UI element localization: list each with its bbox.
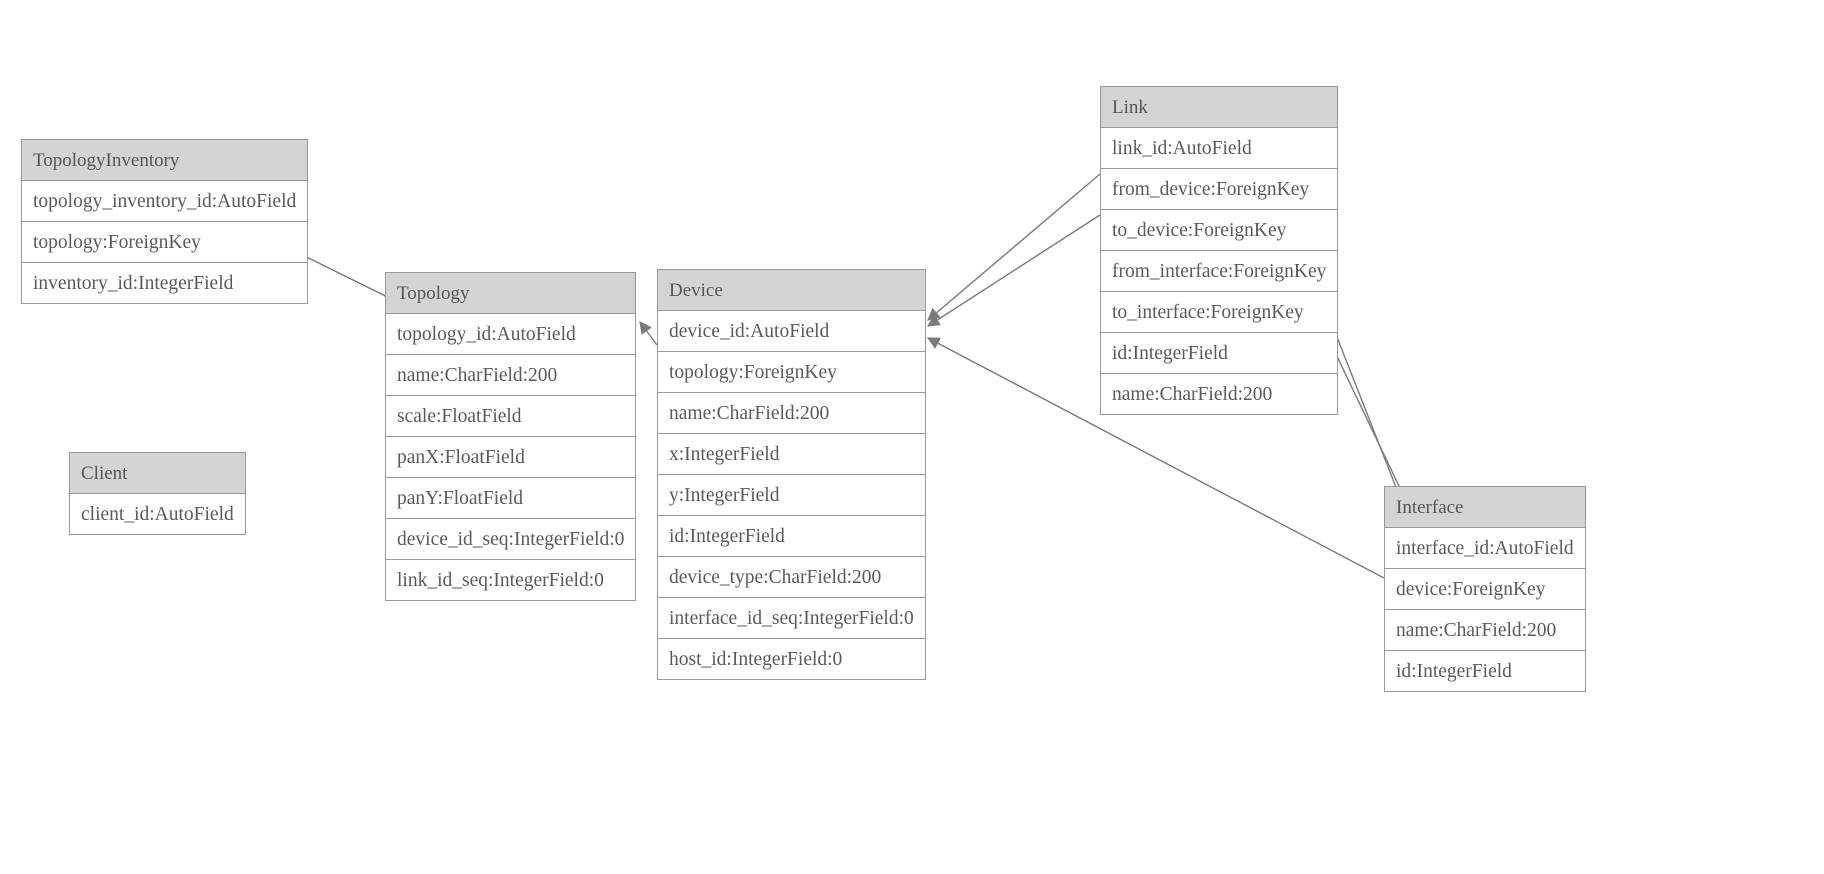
entity-title: Client xyxy=(70,453,245,494)
entity-title: Topology xyxy=(386,273,635,314)
entity-field: to_interface:ForeignKey xyxy=(1101,292,1337,333)
entity-field: panX:FloatField xyxy=(386,437,635,478)
entity-field: device_type:CharField:200 xyxy=(658,557,925,598)
entity-title: Device xyxy=(658,270,925,311)
entity-device[interactable]: Device device_id:AutoField topology:Fore… xyxy=(657,269,926,680)
entity-field: link_id_seq:IntegerField:0 xyxy=(386,560,635,601)
entity-field: client_id:AutoField xyxy=(70,494,245,535)
entity-topology[interactable]: Topology topology_id:AutoField name:Char… xyxy=(385,272,636,601)
entity-field: panY:FloatField xyxy=(386,478,635,519)
edge-device-topology xyxy=(639,320,658,346)
entity-field: device:ForeignKey xyxy=(1385,569,1585,610)
entity-field: interface_id:AutoField xyxy=(1385,528,1585,569)
entity-field: topology_inventory_id:AutoField xyxy=(22,181,307,222)
entity-title: Interface xyxy=(1385,487,1585,528)
entity-field: id:IntegerField xyxy=(1385,651,1585,692)
entity-field: id:IntegerField xyxy=(658,516,925,557)
entity-field: id:IntegerField xyxy=(1101,333,1337,374)
entity-field: scale:FloatField xyxy=(386,396,635,437)
entity-field: x:IntegerField xyxy=(658,434,925,475)
entity-field: topology_id:AutoField xyxy=(386,314,635,355)
entity-field: topology:ForeignKey xyxy=(658,352,925,393)
entity-interface[interactable]: Interface interface_id:AutoField device:… xyxy=(1384,486,1586,692)
entity-link[interactable]: Link link_id:AutoField from_device:Forei… xyxy=(1100,86,1338,415)
entity-field: to_device:ForeignKey xyxy=(1101,210,1337,251)
entity-field: link_id:AutoField xyxy=(1101,128,1337,169)
entity-client[interactable]: Client client_id:AutoField xyxy=(69,452,246,535)
entity-field: name:CharField:200 xyxy=(1101,374,1337,415)
entity-field: name:CharField:200 xyxy=(1385,610,1585,651)
entity-topologyinventory[interactable]: TopologyInventory topology_inventory_id:… xyxy=(21,139,308,304)
entity-field: device_id_seq:IntegerField:0 xyxy=(386,519,635,560)
entity-field: inventory_id:IntegerField xyxy=(22,263,307,304)
entity-field: from_device:ForeignKey xyxy=(1101,169,1337,210)
entity-field: host_id:IntegerField:0 xyxy=(658,639,925,680)
entity-field: name:CharField:200 xyxy=(658,393,925,434)
entity-field: y:IntegerField xyxy=(658,475,925,516)
edge-link-from-device xyxy=(927,173,1101,321)
entity-field: device_id:AutoField xyxy=(658,311,925,352)
entity-field: from_interface:ForeignKey xyxy=(1101,251,1337,292)
entity-field: name:CharField:200 xyxy=(386,355,635,396)
entity-field: topology:ForeignKey xyxy=(22,222,307,263)
entity-field: interface_id_seq:IntegerField:0 xyxy=(658,598,925,639)
edge-link-to-device xyxy=(926,214,1101,327)
entity-title: TopologyInventory xyxy=(22,140,307,181)
entity-title: Link xyxy=(1101,87,1337,128)
